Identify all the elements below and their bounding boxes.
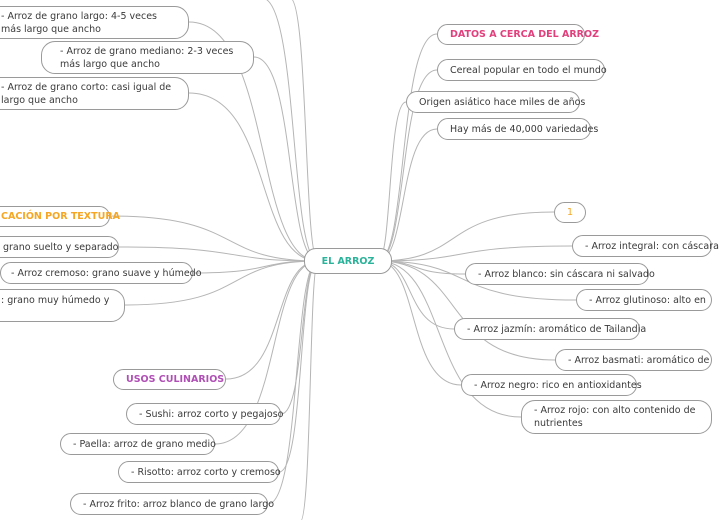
tipo-item-6[interactable]: - Arroz negro: rico en antioxidantes	[461, 374, 642, 396]
topic-number[interactable]: 1	[554, 202, 586, 223]
link-usos	[225, 260, 319, 380]
link-textura	[109, 215, 319, 262]
tipo-item-3[interactable]: - Arroz glutinoso: alto en	[576, 289, 712, 311]
central-topic-label: EL ARROZ	[321, 255, 375, 267]
datos-item-3[interactable]: Hay más de 40,000 variedades	[437, 118, 598, 140]
tipo-item-4[interactable]: - Arroz jazmín: aromático de Tailandia	[454, 318, 646, 340]
link-offscreen-top-1	[265, 0, 319, 262]
usos-item-3[interactable]: - Risotto: arroz corto y cremoso	[118, 461, 281, 483]
link-offscreen-bottom	[300, 260, 319, 520]
link-tipo-7	[377, 260, 522, 418]
link-textura-1	[118, 246, 319, 262]
usos-item-2[interactable]: - Paella: arroz de grano medio	[60, 433, 216, 455]
link-datos-3	[377, 128, 438, 262]
grano-item-3[interactable]: - Arroz de grano corto: casi igual de la…	[0, 77, 189, 110]
datos-item-1[interactable]: Cereal popular en todo el mundo	[437, 59, 607, 81]
link-textura-3	[124, 260, 319, 306]
topic-usos[interactable]: USOS CULINARIOS	[113, 369, 226, 390]
central-topic[interactable]: EL ARROZ	[304, 248, 392, 274]
topic-datos[interactable]: DATOS A CERCA DEL ARROZ	[437, 24, 599, 45]
textura-item-1[interactable]: grano suelto y separado	[0, 236, 119, 258]
link-grano-2	[253, 56, 319, 262]
link-tipo-5	[377, 260, 556, 361]
usos-item-4[interactable]: - Arroz frito: arroz blanco de grano lar…	[70, 493, 274, 515]
tipo-item-7[interactable]: - Arroz rojo: con alto contenido de nutr…	[521, 400, 712, 434]
datos-item-2[interactable]: Origen asiático hace miles de años	[406, 91, 585, 113]
link-usos-2	[214, 260, 319, 445]
grano-item-2[interactable]: - Arroz de grano mediano: 2-3 veces más …	[41, 41, 254, 74]
tipo-item-5[interactable]: - Arroz basmati: aromático de	[555, 349, 712, 371]
link-number	[377, 211, 555, 262]
topic-usos-label: USOS CULINARIOS	[126, 374, 225, 385]
link-grano-3	[188, 92, 319, 262]
usos-item-1[interactable]: - Sushi: arroz corto y pegajoso	[126, 403, 284, 425]
link-tipo-1	[377, 245, 573, 262]
tipo-item-2[interactable]: - Arroz blanco: sin cáscara ni salvado	[465, 263, 655, 285]
tipo-item-1[interactable]: - Arroz integral: con cáscara	[572, 235, 719, 257]
link-grano-1	[188, 21, 319, 262]
link-tipo-6	[377, 260, 462, 386]
link-offscreen-top-2	[291, 0, 319, 262]
grano-item-1[interactable]: - Arroz de grano largo: 4-5 veces más la…	[0, 6, 189, 39]
topic-datos-label: DATOS A CERCA DEL ARROZ	[450, 29, 599, 40]
link-tipo-3	[377, 260, 577, 301]
link-tipo-4	[377, 260, 455, 330]
topic-textura[interactable]: CACIÓN POR TEXTURA	[0, 206, 120, 227]
textura-item-3[interactable]: : grano muy húmedo y	[0, 289, 125, 322]
topic-textura-label: CACIÓN POR TEXTURA	[1, 211, 120, 222]
textura-item-2[interactable]: - Arroz cremoso: grano suave y húmedo	[0, 262, 202, 284]
